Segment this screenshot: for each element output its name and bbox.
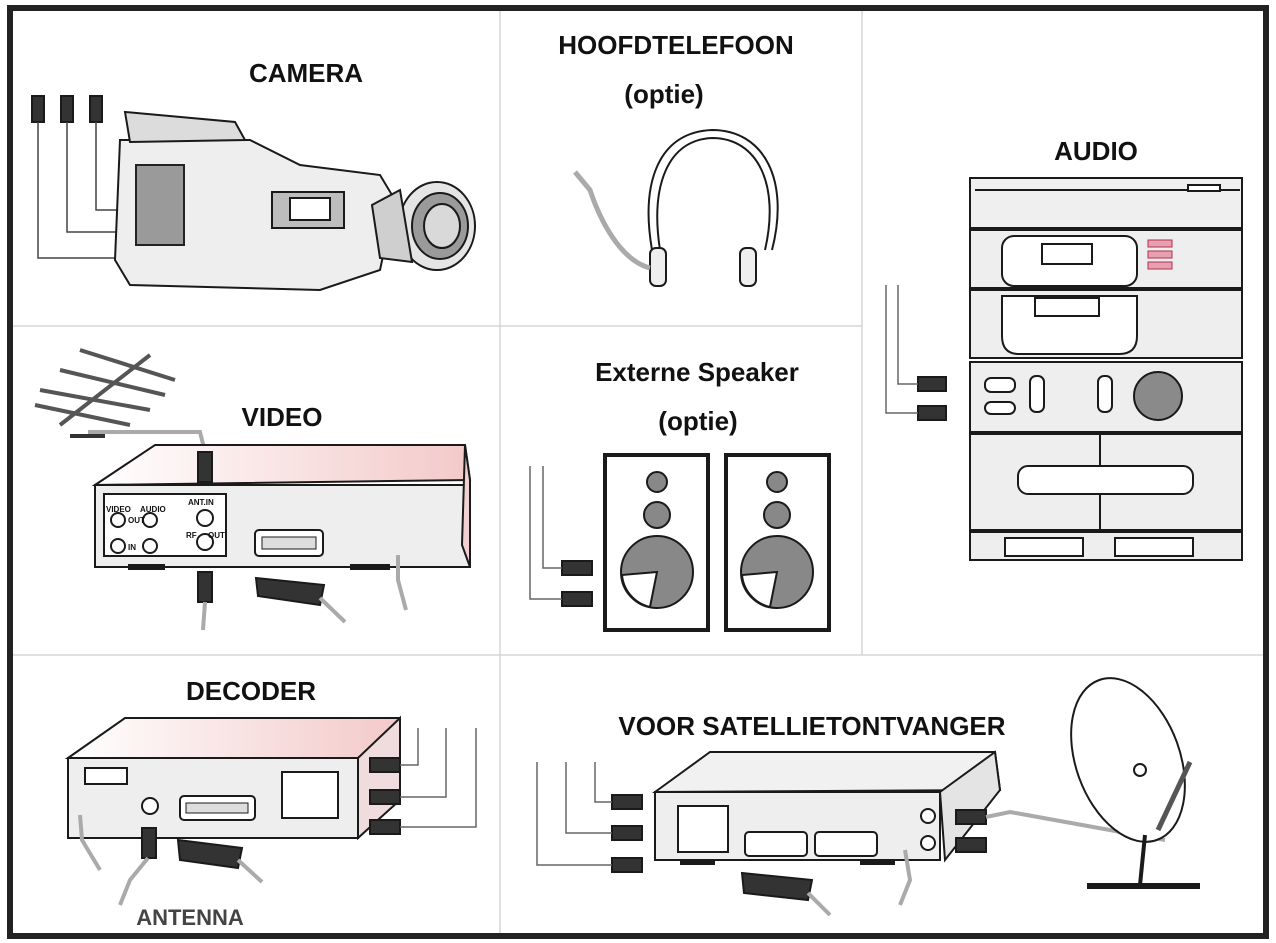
- label-decoder: DECODER: [186, 676, 316, 706]
- camera-cables: [37, 122, 128, 259]
- video-panel-text: VIDEO AUDIO ANT.IN OUT IN RF OUT: [106, 498, 225, 552]
- label-antenna: ANTENNA: [136, 905, 244, 930]
- label-speaker-line2: (optie): [658, 406, 737, 436]
- svg-text:RF: RF: [186, 531, 197, 540]
- label-satellite: VOOR SATELLIETONTVANGER: [618, 711, 1005, 741]
- label-headphone-line2: (optie): [624, 79, 703, 109]
- label-headphone-line1: HOOFDTELEFOON: [558, 30, 793, 60]
- camera-illustration: [31, 95, 476, 292]
- label-speaker-line1: Externe Speaker: [595, 357, 799, 387]
- label-audio: AUDIO: [1054, 136, 1138, 166]
- satellite-illustration: [536, 677, 1200, 917]
- speaker-illustration: [529, 453, 831, 632]
- svg-text:AUDIO: AUDIO: [140, 505, 166, 514]
- camera-plugs: [31, 95, 103, 123]
- decoder-illustration: [64, 715, 477, 906]
- svg-text:ANT.IN: ANT.IN: [188, 498, 214, 507]
- audio-plugs: [917, 376, 947, 421]
- audio-illustration: [885, 177, 1243, 561]
- svg-text:OUT: OUT: [208, 531, 225, 540]
- grid-lines: [13, 11, 1263, 933]
- video-illustration: [34, 348, 472, 631]
- headphone-illustration: [573, 128, 779, 287]
- svg-text:IN: IN: [128, 543, 136, 552]
- svg-text:OUT: OUT: [128, 516, 145, 525]
- label-camera: CAMERA: [249, 58, 363, 88]
- outer-border: [7, 5, 1269, 939]
- antenna-icon: [34, 348, 176, 427]
- svg-text:VIDEO: VIDEO: [106, 505, 131, 514]
- label-video: VIDEO: [242, 402, 323, 432]
